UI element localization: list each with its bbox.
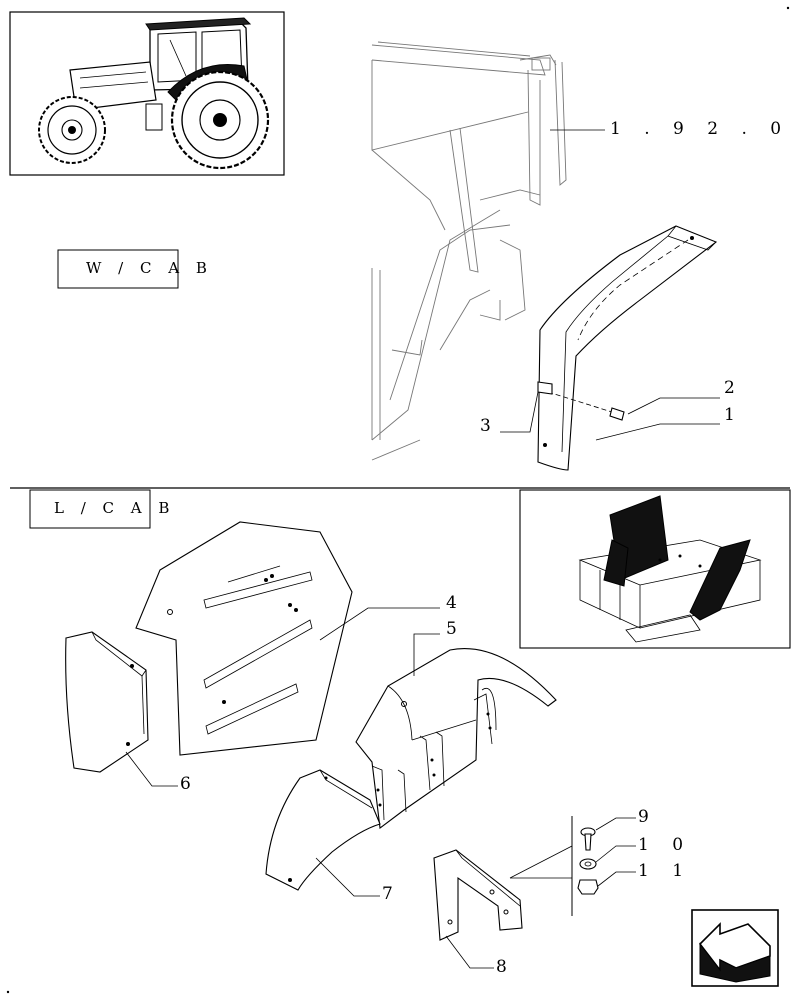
part-8-bracket	[433, 849, 523, 941]
part-3-nut	[537, 381, 553, 395]
hardware-stack	[509, 816, 599, 916]
variant-tag-wcab: W / C A B	[57, 249, 213, 289]
part-4-fender-panel	[135, 521, 353, 756]
reference-label: 1 . 9 2 . 0	[610, 119, 790, 139]
part-7-extension	[265, 769, 381, 891]
callout-7: 7	[315, 857, 393, 904]
callout-10: 1 0	[595, 835, 692, 863]
svg-text:1 0: 1 0	[638, 835, 692, 855]
tractor-thumbnail	[9, 11, 285, 176]
cab-frame-outline	[371, 41, 567, 461]
cab-view-inset	[519, 489, 791, 649]
callout-4: 4	[319, 593, 457, 641]
variant-label-wcab: W / C A B	[86, 259, 213, 277]
callout-9: 9	[595, 807, 649, 831]
part-2-bolt	[547, 391, 625, 421]
svg-text:5: 5	[446, 619, 457, 639]
part-9-screw	[580, 827, 596, 851]
svg-text:7: 7	[382, 884, 393, 904]
svg-text:1 1: 1 1	[638, 861, 692, 881]
variant-tag-lcab: L / C A B	[29, 489, 175, 529]
callout-1: 1	[595, 405, 735, 441]
callout-11: 1 1	[597, 861, 692, 887]
tractor-icon	[38, 17, 270, 170]
svg-text:2: 2	[724, 378, 735, 398]
part-11-nut	[577, 879, 599, 895]
part-6-cover	[65, 631, 149, 773]
callout-6: 6	[125, 751, 191, 794]
part-1-fender-extension	[537, 225, 718, 471]
reference-callout: 1 . 9 2 . 0	[550, 119, 790, 139]
callout-2: 2	[627, 378, 735, 415]
svg-text:4: 4	[446, 593, 457, 613]
svg-text:8: 8	[496, 957, 507, 977]
svg-text:1: 1	[724, 405, 735, 425]
previous-page-button[interactable]	[691, 909, 779, 987]
callout-8: 8	[445, 935, 507, 977]
svg-text:3: 3	[480, 416, 491, 436]
cab-fenders-icon	[578, 495, 762, 643]
arrow-left-icon	[698, 922, 771, 983]
part-5-rear-fender	[355, 648, 557, 830]
callout-3: 3	[480, 391, 539, 436]
callout-5: 5	[413, 619, 457, 676]
svg-text:6: 6	[180, 774, 191, 794]
svg-text:9: 9	[638, 807, 649, 827]
part-10-washer	[579, 858, 597, 870]
variant-label-lcab: L / C A B	[54, 499, 175, 517]
